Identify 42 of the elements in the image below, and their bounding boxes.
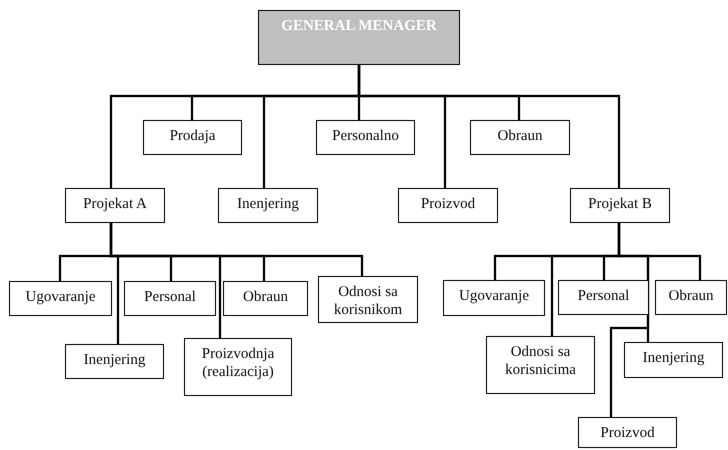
box-label: Ugovaranje xyxy=(24,288,96,306)
box-label: Inenjering xyxy=(82,351,146,369)
department-box xyxy=(65,188,165,223)
box-label: Projekat B xyxy=(587,195,653,213)
box-label: Projekat A xyxy=(82,195,148,213)
department-box xyxy=(558,280,649,315)
box-label: Proizvodnja (realizacija) xyxy=(200,345,276,381)
box-label: Odnosi sa korisnicima xyxy=(504,343,577,379)
department-box xyxy=(184,338,292,396)
department-box xyxy=(316,120,415,155)
box-label: GENERAL MENAGER xyxy=(280,17,438,35)
box-label: Inenjering xyxy=(236,195,300,213)
department-box xyxy=(624,342,723,378)
department-box xyxy=(578,417,677,448)
department-box xyxy=(655,280,727,315)
box-label: Proizvod xyxy=(599,424,656,442)
box-label: Proizvod xyxy=(420,195,476,213)
box-label: Obraun xyxy=(668,287,714,305)
box-label: Ugovaranje xyxy=(458,287,530,305)
department-box xyxy=(223,281,308,316)
department-box xyxy=(143,120,242,155)
connector-line xyxy=(110,223,364,276)
department-box xyxy=(570,188,670,223)
box-label: Personal xyxy=(576,287,630,305)
department-box xyxy=(398,188,498,223)
department-box xyxy=(9,281,112,316)
box-label: Odnosi sa korisnikom xyxy=(332,283,404,319)
box-label: Personal xyxy=(143,288,197,306)
box-label: Prodaja xyxy=(168,127,216,145)
department-box xyxy=(65,344,164,379)
box-label: Obraun xyxy=(242,288,289,306)
department-box xyxy=(470,120,570,155)
department-box xyxy=(318,276,418,323)
connector-line xyxy=(358,65,620,188)
box-label: Inenjering xyxy=(642,349,706,367)
department-box xyxy=(486,336,595,394)
box-label: Obraun xyxy=(496,127,544,145)
department-box xyxy=(124,281,216,316)
manager-box xyxy=(258,10,460,65)
box-label: Personalno xyxy=(331,127,400,145)
department-box xyxy=(443,280,545,316)
department-box xyxy=(218,188,318,223)
